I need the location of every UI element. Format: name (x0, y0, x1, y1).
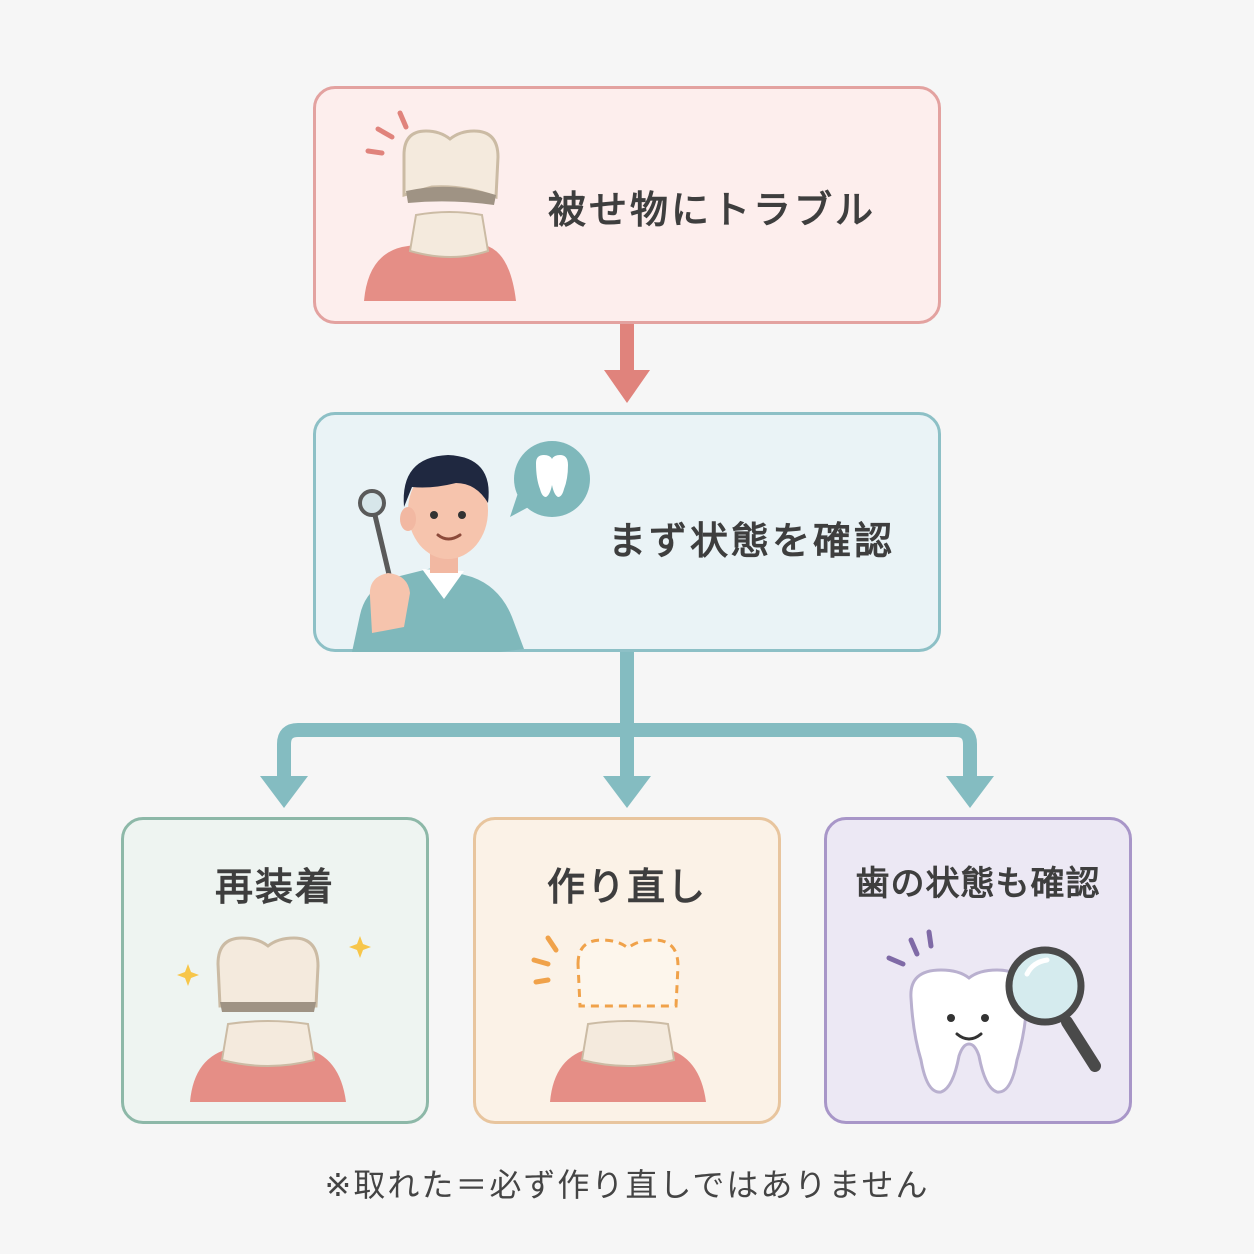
check-title: まず状態を確認 (608, 519, 896, 563)
option-reattach: 再装着 (121, 817, 429, 1124)
trouble-title: 被せ物にトラブル (548, 188, 877, 232)
option-inspect: 歯の状態も確認 (824, 817, 1132, 1124)
tooth-bubble-icon (510, 441, 590, 517)
arrowhead-left (260, 776, 308, 808)
arrow-top-to-mid (604, 324, 650, 403)
trouble-box: 被せ物にトラブル (313, 86, 941, 324)
option-remake: 作り直し (473, 817, 781, 1124)
arrowhead-right (946, 776, 994, 808)
tooth-icon (536, 455, 568, 497)
sparkle-icon (349, 936, 371, 958)
sparkle-icon (177, 964, 199, 986)
dentist-icon (352, 455, 524, 652)
crown-remake-icon (531, 935, 706, 1102)
option-remake-title: 作り直し (546, 865, 707, 909)
option-reattach-title: 再装着 (214, 865, 335, 909)
footnote: ※取れた＝必ず作り直しではありません (324, 1166, 930, 1204)
branch-connector (277, 652, 977, 778)
check-box: まず状態を確認 (313, 412, 941, 652)
crown-reattach-icon (177, 936, 371, 1102)
option-inspect-title: 歯の状態も確認 (855, 864, 1101, 904)
crown-off-icon (364, 110, 516, 301)
branch-arrowheads (260, 776, 994, 808)
tooth-inspect-icon (886, 929, 1101, 1094)
arrowhead-center (603, 776, 651, 808)
